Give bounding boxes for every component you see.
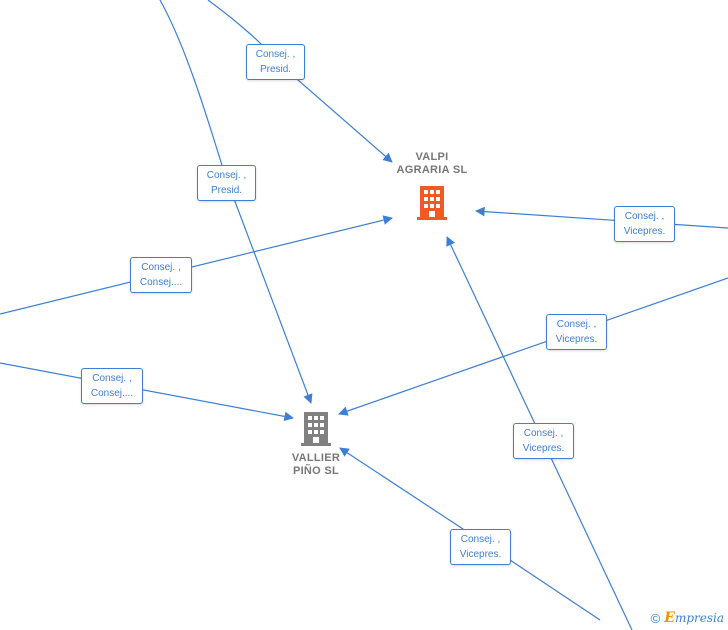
logo-letter: E: [664, 610, 675, 626]
edge-vicepres-right-to-valpi: [475, 206, 728, 229]
edge-label-role: Consej....: [139, 277, 183, 288]
edge-label-role: Vicepres.: [555, 334, 598, 345]
company-name-valpi: VALPI AGRARIA SL: [382, 151, 482, 177]
company-node-valpi-agraria[interactable]: VALPI AGRARIA SL: [382, 151, 482, 222]
edge-label-role: Consej. ,: [141, 262, 181, 273]
company-name-line2: AGRARIA SL: [396, 164, 468, 176]
edge-label-role: Presid.: [259, 64, 292, 75]
edge-label[interactable]: Consej. , Presid.: [197, 165, 256, 201]
edge-label-role: Vicepres.: [522, 443, 565, 454]
edge-presid-to-vallier: [159, 0, 313, 404]
edge-label[interactable]: Consej. , Presid.: [246, 44, 305, 80]
edge-label-role: Consej. ,: [255, 49, 296, 60]
edge-label-role: Vicepres.: [459, 549, 502, 560]
edge-label-role: Vicepres.: [623, 226, 666, 237]
edge-label[interactable]: Consej. , Vicepres.: [546, 314, 607, 350]
copyright-icon: ©: [650, 610, 661, 626]
company-node-vallier-pino[interactable]: VALLIER PIÑO SL: [266, 410, 366, 478]
edge-label[interactable]: Consej. , Vicepres.: [450, 529, 511, 565]
building-icon: [301, 412, 331, 446]
footer-brand[interactable]: © Empresia: [651, 610, 724, 626]
building-icon: [417, 186, 447, 220]
edge-label-role: Consej. ,: [523, 428, 564, 439]
empresia-logo: Empresia: [664, 610, 724, 626]
edge-label-role: Consej. ,: [624, 211, 665, 222]
edge-label-role: Consej....: [90, 388, 134, 399]
edge-consej-left-to-vallier: [0, 362, 294, 422]
company-name-line2: PIÑO SL: [292, 465, 340, 477]
edge-label-role: Consej. ,: [206, 170, 247, 181]
edge-label[interactable]: Consej. , Consej....: [130, 257, 192, 293]
edge-label[interactable]: Consej. , Vicepres.: [614, 206, 675, 242]
edge-label-role: Consej. ,: [460, 534, 501, 545]
edge-presid-to-valpi: [207, 0, 393, 163]
edge-label[interactable]: Consej. , Consej....: [81, 368, 143, 404]
edge-label[interactable]: Consej. , Vicepres.: [513, 423, 574, 459]
edge-label-role: Presid.: [210, 185, 243, 196]
company-name-line1: VALLIER: [291, 452, 341, 464]
company-name-vallier: VALLIER PIÑO SL: [266, 452, 366, 478]
company-name-line1: VALPI: [415, 151, 449, 163]
edge-label-role: Consej. ,: [92, 373, 132, 384]
edge-label-role: Consej. ,: [556, 319, 597, 330]
logo-text: mpresia: [674, 611, 724, 625]
edge-consej-left-to-valpi: [0, 215, 393, 315]
edge-vicepres-right-to-vallier: [338, 277, 728, 416]
